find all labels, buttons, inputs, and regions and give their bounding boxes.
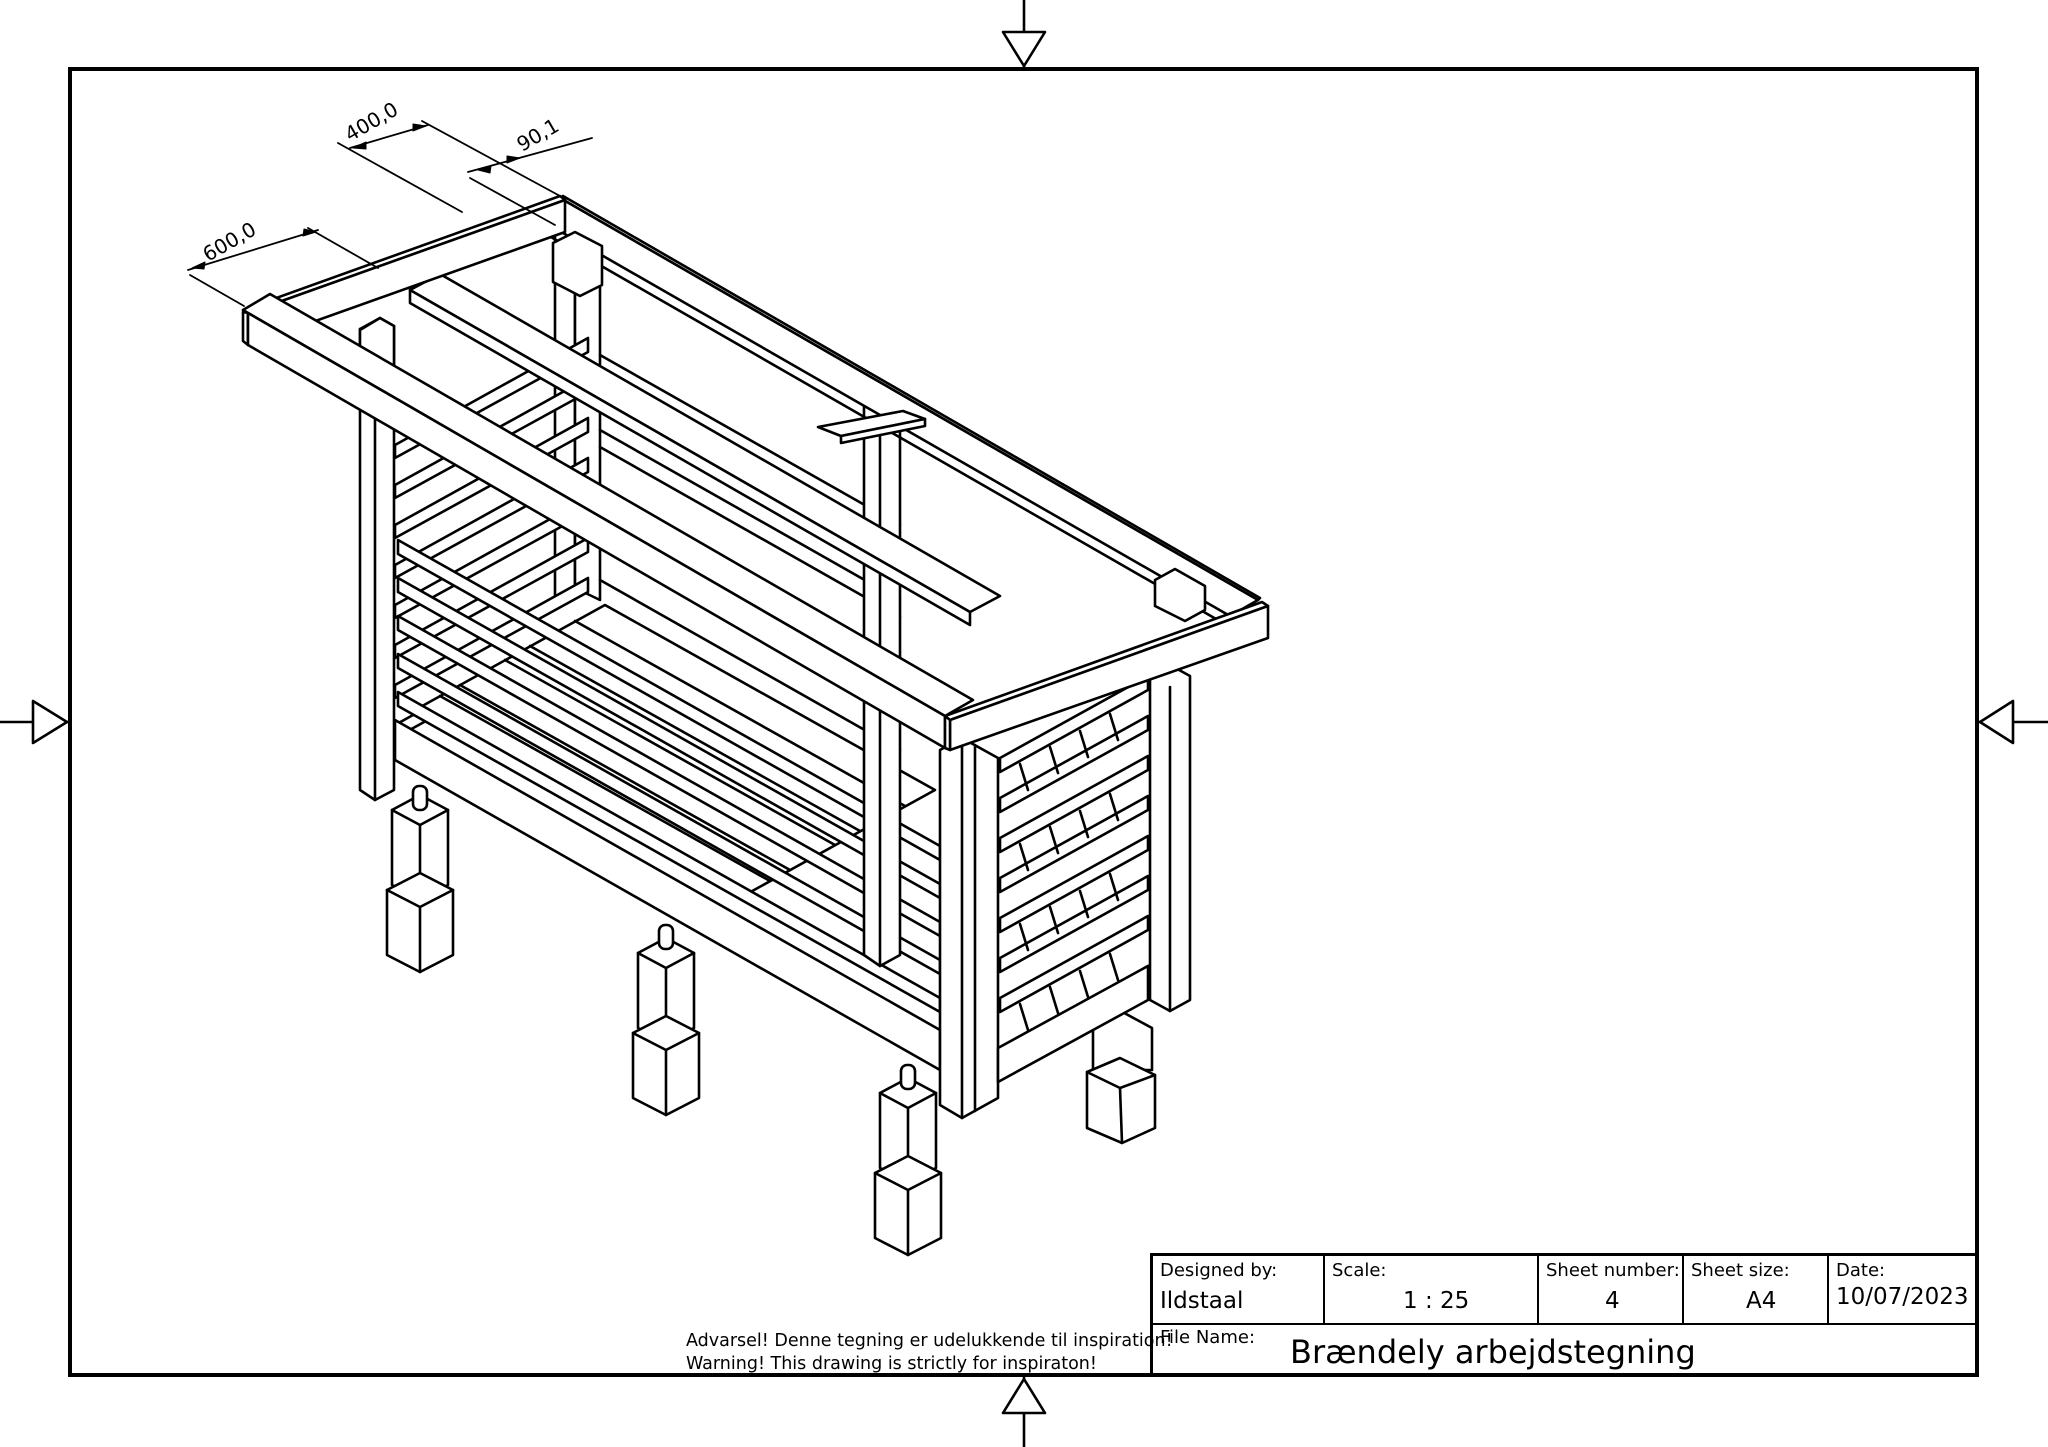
dimension-400: 400,0	[341, 97, 403, 146]
sheet-number-value: 4	[1605, 1288, 1620, 1314]
sheet-size-cell: Sheet size: A4	[1684, 1256, 1829, 1325]
sheet-number-label: Sheet number:	[1546, 1260, 1680, 1281]
right-end-wall-slat-gaps	[1018, 712, 1120, 1032]
date-value: 10/07/2023	[1836, 1284, 1969, 1310]
sheet-size-label: Sheet size:	[1691, 1260, 1790, 1281]
designed-by-value: Ildstaal	[1160, 1288, 1244, 1314]
drawing-frame	[68, 67, 1979, 1377]
bottom-frame-right-beam	[996, 964, 1150, 1084]
disclaimer-danish: Advarsel! Denne tegning er udelukkende t…	[686, 1331, 1173, 1351]
post-right-rear	[1148, 663, 1192, 1013]
post-right-front	[938, 736, 1000, 1120]
dimension-lines	[187, 120, 593, 307]
file-name-cell: File Name: Brændely arbejdstegning	[1153, 1325, 1976, 1377]
scale-cell: Scale: 1 : 25	[1325, 1256, 1539, 1325]
dimension-arrows	[191, 123, 521, 270]
roof-middle-beam	[408, 272, 1002, 627]
foot-front-middle	[631, 923, 701, 1117]
date-label: Date:	[1836, 1260, 1886, 1281]
foot-front-left	[385, 784, 455, 974]
post-tops	[551, 230, 1207, 623]
foot-front-right	[873, 1063, 943, 1257]
centering-mark-top	[1001, 0, 1047, 69]
centering-mark-right	[1977, 699, 2048, 745]
file-name-value: Brændely arbejdstegning	[1290, 1333, 1696, 1371]
roof-cross-batten	[816, 409, 927, 445]
sheet-number-cell: Sheet number: 4	[1539, 1256, 1684, 1325]
sheet-size-value: A4	[1746, 1288, 1777, 1314]
title-block: Designed by: Ildstaal Scale: 1 : 25 Shee…	[1150, 1253, 1979, 1377]
right-end-wall-slats	[998, 674, 1150, 1064]
dimension-90: 90,1	[513, 113, 564, 156]
roof-front-beam	[241, 292, 975, 750]
centering-mark-left	[0, 699, 70, 745]
roof-right-end-beam	[943, 600, 1270, 752]
scale-label: Scale:	[1332, 1260, 1387, 1281]
file-name-label: File Name:	[1160, 1327, 1256, 1348]
designed-by-label: Designed by:	[1160, 1260, 1278, 1281]
centering-mark-bottom	[1001, 1375, 1047, 1447]
date-cell: Date: 10/07/2023	[1829, 1256, 1976, 1325]
dimension-600: 600,0	[199, 217, 261, 266]
designed-by-cell: Designed by: Ildstaal	[1153, 1256, 1325, 1325]
disclaimer: Advarsel! Denne tegning er udelukkende t…	[686, 1330, 1173, 1376]
disclaimer-english: Warning! This drawing is strictly for in…	[686, 1354, 1097, 1374]
scale-value: 1 : 25	[1403, 1288, 1470, 1314]
